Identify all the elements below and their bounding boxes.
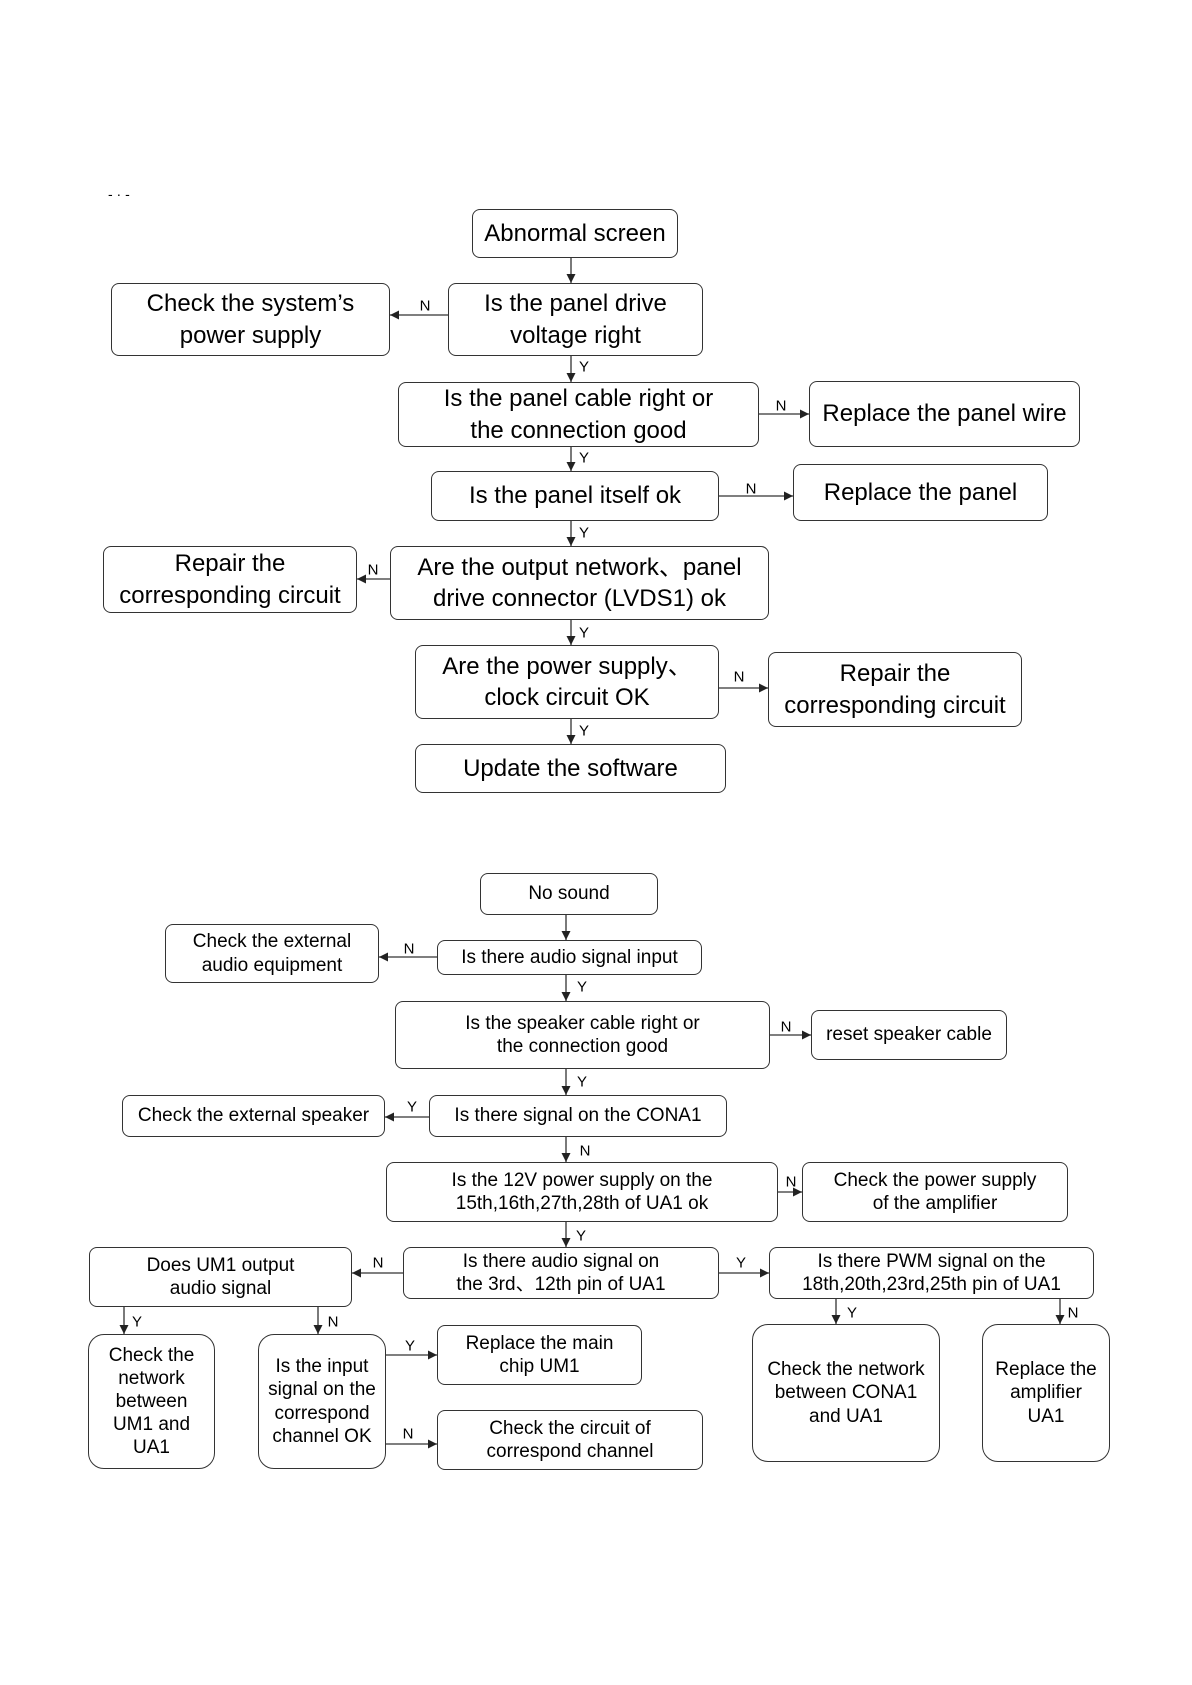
node-signal-cona1: Is there signal on the CONA1 xyxy=(429,1095,727,1137)
node-replace-panel-wire: Replace the panel wire xyxy=(809,381,1080,447)
edge-label-panel-ok-yes: Y xyxy=(578,524,590,542)
edge-label-power-12v-yes: Y xyxy=(575,1227,587,1245)
edge-label-input-yes: Y xyxy=(576,978,588,996)
node-check-system-power: Check the system’s power supply xyxy=(111,283,390,356)
edge-label-cable-yes: Y xyxy=(578,449,590,467)
node-reset-speaker-cable: reset speaker cable xyxy=(811,1010,1007,1060)
node-update-software: Update the software xyxy=(415,744,726,793)
edge-label-pwm-no: N xyxy=(1067,1304,1079,1322)
edge-label-output-network-yes: Y xyxy=(578,624,590,642)
edge-label-um1-output-yes: Y xyxy=(131,1313,143,1331)
node-abnormal-screen: Abnormal screen xyxy=(472,209,678,258)
node-replace-amplifier: Replace the amplifier UA1 xyxy=(982,1324,1110,1462)
edge-label-input-signal-no: N xyxy=(402,1425,414,1443)
node-replace-main-chip: Replace the main chip UM1 xyxy=(437,1325,642,1385)
node-input-signal-channel: Is the input signal on the correspond ch… xyxy=(258,1334,386,1469)
edge-label-cable-no: N xyxy=(775,397,787,415)
node-audio-signal-ua1: Is there audio signal on the 3rd、12th pi… xyxy=(403,1247,719,1299)
edge-label-cona1-no: N xyxy=(579,1142,591,1160)
header-mark: - · - xyxy=(108,186,130,202)
edge-label-power-12v-no: N xyxy=(785,1173,797,1191)
node-check-network-um1-ua1: Check the network between UM1 and UA1 xyxy=(88,1334,215,1469)
edge-label-input-signal-yes: Y xyxy=(404,1337,416,1355)
node-speaker-cable: Is the speaker cable right or the connec… xyxy=(395,1001,770,1069)
node-audio-signal-input: Is there audio signal input xyxy=(437,940,702,975)
node-check-amplifier-power: Check the power supply of the amplifier xyxy=(802,1162,1068,1222)
node-power-clock: Are the power supply、 clock circuit OK xyxy=(415,645,719,719)
node-output-network: Are the output network、panel drive conne… xyxy=(390,546,769,620)
node-check-circuit-channel: Check the circuit of correspond channel xyxy=(437,1410,703,1470)
node-um1-output: Does UM1 output audio signal xyxy=(89,1247,352,1307)
node-replace-panel: Replace the panel xyxy=(793,464,1048,521)
edge-label-input-no: N xyxy=(403,940,415,958)
node-check-external-audio: Check the external audio equipment xyxy=(165,924,379,983)
node-no-sound: No sound xyxy=(480,873,658,915)
edge-label-pwm-yes: Y xyxy=(846,1304,858,1322)
node-panel-drive-voltage: Is the panel drive voltage right xyxy=(448,283,703,356)
edge-label-output-network-no: N xyxy=(367,561,379,579)
edge-label-voltage-yes: Y xyxy=(578,358,590,376)
node-12v-power: Is the 12V power supply on the 15th,16th… xyxy=(386,1162,778,1222)
edge-label-speaker-cable-yes: Y xyxy=(576,1073,588,1091)
edge-label-speaker-cable-no: N xyxy=(780,1018,792,1036)
node-panel-itself-ok: Is the panel itself ok xyxy=(431,471,719,521)
node-repair-circuit-left: Repair the corresponding circuit xyxy=(103,546,357,613)
node-check-external-speaker: Check the external speaker xyxy=(122,1095,385,1137)
edge-label-um1-output-no: N xyxy=(327,1313,339,1331)
node-check-network-cona1-ua1: Check the network between CONA1 and UA1 xyxy=(752,1324,940,1462)
edge-label-voltage-no: N xyxy=(419,297,431,315)
edge-label-panel-ok-no: N xyxy=(745,480,757,498)
node-panel-cable: Is the panel cable right or the connecti… xyxy=(398,382,759,447)
node-repair-circuit-right: Repair the corresponding circuit xyxy=(768,652,1022,727)
node-pwm-signal: Is there PWM signal on the 18th,20th,23r… xyxy=(769,1247,1094,1299)
edge-label-power-clock-yes: Y xyxy=(578,722,590,740)
edge-label-power-clock-no: N xyxy=(733,668,745,686)
edge-label-ua1-audio-no: N xyxy=(372,1254,384,1272)
edge-label-cona1-yes: Y xyxy=(406,1098,418,1116)
edge-label-ua1-audio-yes: Y xyxy=(735,1254,747,1272)
